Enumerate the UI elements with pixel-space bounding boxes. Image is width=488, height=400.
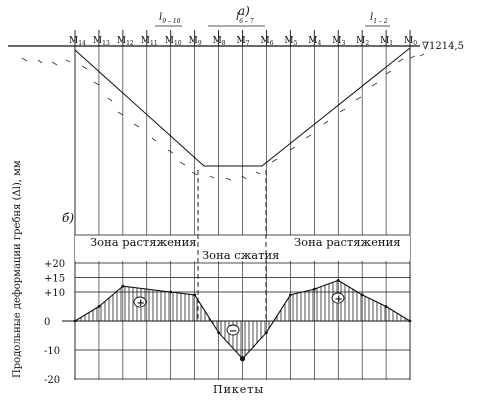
minus-marker: [226, 324, 240, 336]
marker-label-m8: M8: [213, 36, 226, 47]
marker-label-m3: M3: [332, 36, 345, 47]
tension-area-fill: [75, 280, 410, 321]
zone-tension-left: Зона растяжения: [90, 235, 197, 249]
marker-labels: M14 M13 M12 M11 M10 M9 M8 M7 M6 M5 M4 M3 M2 M1 M0: [69, 36, 417, 47]
marker-label-m14: M14: [69, 36, 86, 47]
deformation-point-m1: [384, 305, 388, 308]
y-tick-labels: +20 +15 +10 0 -10 -20: [44, 259, 65, 386]
y-tick-neg20: -20: [44, 375, 60, 386]
deformation-point-m3: [336, 279, 340, 282]
span-label-9-10: l9 – 10: [159, 12, 181, 25]
marker-ticks: [74, 30, 411, 46]
deformation-point-m9: [193, 293, 197, 297]
deformation-point-m7: [239, 356, 246, 362]
zone-tension-right: Зона растяжения: [294, 235, 401, 249]
plus-sign-right: +: [335, 294, 343, 305]
marker-label-m11: M11: [141, 36, 158, 47]
deformation-point-m5: [289, 293, 292, 297]
marker-label-m13: M13: [93, 36, 110, 47]
span-label-6-7: l6 – 7: [236, 12, 254, 25]
deformation-point-m13: [97, 305, 101, 308]
y-tick-0: 0: [44, 317, 50, 328]
marker-label-m10: M10: [165, 36, 182, 47]
marker-label-m5: M5: [284, 36, 297, 47]
marker-label-m6: M6: [260, 36, 273, 47]
marker-label-m7: M7: [237, 36, 250, 47]
deformation-point-m6: [265, 331, 268, 334]
y-tick-neg10: -10: [44, 346, 60, 357]
ground-hatching-marks: [21, 53, 425, 181]
deformation-chart-panel: б) Продольные деформации гребня (Δl), мм…: [12, 46, 412, 396]
deformation-point-m12: [121, 284, 125, 288]
span-label-1-2: l1 – 2: [370, 12, 388, 25]
plus-marker-left: [133, 296, 147, 308]
deformation-point-m14: [73, 319, 77, 323]
sign-markers: + − +: [133, 292, 345, 337]
deformation-series-line: [74, 279, 411, 360]
minus-sign: −: [229, 326, 237, 337]
span-labels: l9 – 10 l6 – 7 l1 – 2: [155, 12, 390, 27]
marker-label-m0: M0: [404, 36, 417, 47]
deformation-point-m8: [217, 331, 221, 334]
deformation-point-m4: [312, 287, 316, 291]
y-tick-15: +15: [44, 274, 65, 285]
marker-label-m1: M1: [380, 36, 393, 47]
marker-label-m2: M2: [356, 36, 369, 47]
zone-compression: Зона сжатия: [202, 248, 279, 262]
plus-sign-left: +: [137, 298, 145, 309]
compression-area-fill: [211, 321, 274, 359]
deformation-point-m0: [408, 319, 412, 323]
plus-marker-right: [331, 292, 345, 304]
y-tick-20: +20: [44, 259, 65, 270]
y-tick-10: +10: [44, 288, 65, 299]
marker-label-m12: M12: [117, 36, 134, 47]
part-b-label: б): [62, 211, 74, 225]
deformation-point-m2: [360, 293, 364, 297]
y-axis-title: Продольные деформации гребня (Δl), мм: [12, 160, 23, 378]
zone-label-band: [75, 235, 410, 261]
marker-label-m9: M9: [189, 36, 202, 47]
elevation-label: ∇1214,5: [422, 41, 464, 52]
marker-label-m4: M4: [308, 36, 321, 47]
x-axis-title: Пикеты: [213, 383, 264, 396]
deformation-point-m10: [169, 290, 173, 294]
trough-profile-line: [74, 47, 411, 167]
deformation-series-points: [73, 279, 412, 362]
part-a-label: а): [238, 4, 250, 18]
